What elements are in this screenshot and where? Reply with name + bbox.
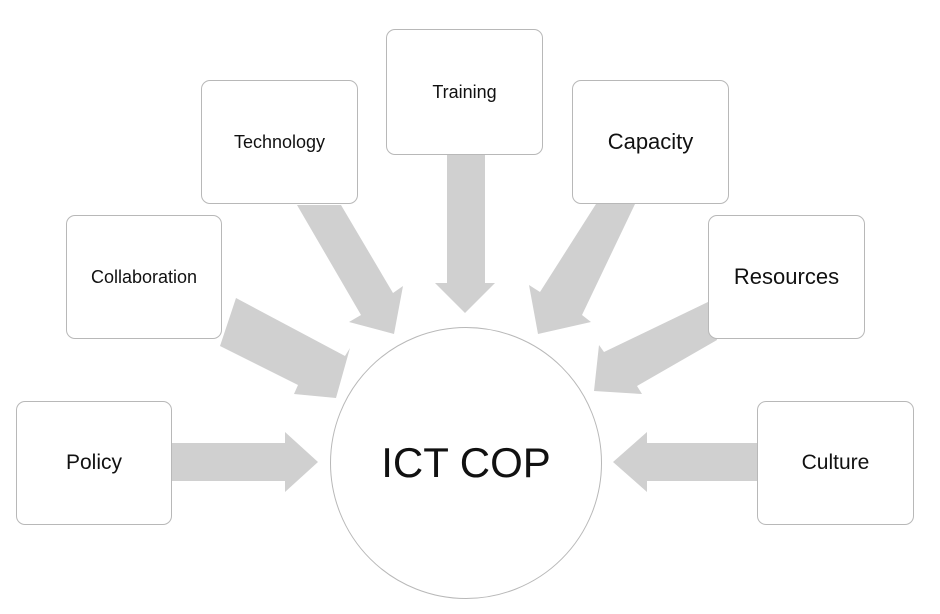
arrow-resources bbox=[594, 301, 717, 394]
node-policy-label: Policy bbox=[65, 451, 123, 474]
node-resources-label: Resources bbox=[733, 264, 840, 289]
node-capacity-label: Capacity bbox=[607, 129, 694, 154]
node-culture-label: Culture bbox=[801, 451, 870, 474]
node-policy: Policy bbox=[16, 401, 172, 525]
node-collaboration-label: Collaboration bbox=[90, 266, 198, 287]
node-resources: Resources bbox=[708, 215, 865, 339]
node-capacity: Capacity bbox=[572, 80, 729, 204]
center-node: ICT COP bbox=[330, 327, 602, 599]
node-training: Training bbox=[386, 29, 543, 155]
node-technology: Technology bbox=[201, 80, 358, 204]
center-node-label: ICT COP bbox=[381, 439, 551, 486]
node-technology-label: Technology bbox=[233, 131, 326, 152]
arrow-training bbox=[435, 155, 495, 313]
node-collaboration: Collaboration bbox=[66, 215, 222, 339]
arrow-culture bbox=[613, 432, 759, 492]
arrow-policy bbox=[172, 432, 318, 492]
arrow-collaboration bbox=[220, 298, 350, 398]
arrow-capacity bbox=[529, 204, 635, 334]
node-culture: Culture bbox=[757, 401, 914, 525]
node-training-label: Training bbox=[432, 81, 497, 102]
arrow-technology bbox=[297, 205, 403, 334]
